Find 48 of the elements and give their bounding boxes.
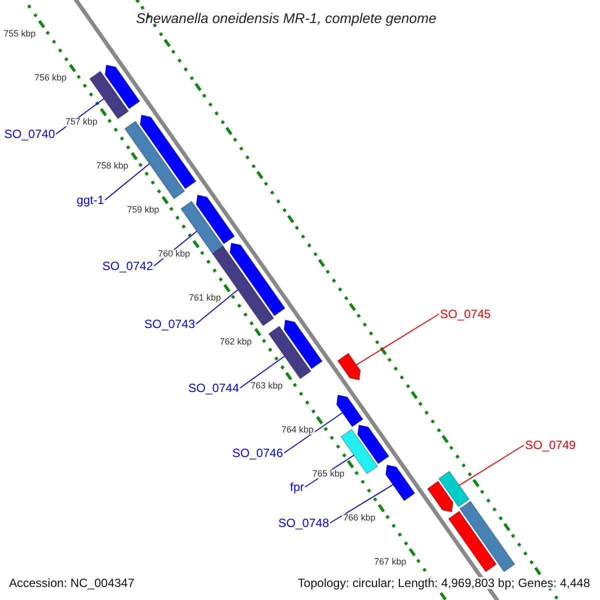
leader-line	[458, 444, 524, 486]
leader-line	[356, 314, 440, 366]
tick-label: 765 kbp	[311, 470, 346, 479]
tick-label: 759 kbp	[126, 206, 160, 215]
gene-label: SO_0744	[188, 382, 239, 394]
tick-label: 761 kbp	[188, 294, 222, 303]
tick-label: 767 kbp	[373, 558, 408, 567]
tick-label: 755 kbp	[2, 30, 37, 39]
leader-line	[240, 356, 285, 388]
gene-label: SO_0748	[278, 517, 329, 529]
tick-label: 758 kbp	[95, 162, 130, 171]
gene-label: fpr	[290, 481, 304, 493]
gene-bar	[459, 500, 516, 572]
footer-text: Accession: NC_004347	[9, 577, 134, 589]
gene-block	[357, 424, 390, 464]
leader-line	[284, 412, 343, 454]
leader-line	[104, 163, 150, 200]
gene-block	[283, 319, 323, 370]
gene-label: SO_0749	[525, 439, 576, 451]
gene-label: SO_0742	[102, 260, 153, 272]
gene-block	[104, 64, 140, 110]
gene-label: ggt-1	[76, 194, 104, 206]
gene-bar	[448, 510, 498, 572]
gene-label: SO_0746	[232, 447, 283, 459]
tick-label: 757 kbp	[64, 118, 98, 127]
gene-block	[426, 480, 454, 513]
tick-label: 756 kbp	[33, 74, 68, 83]
tick-label: 766 kbp	[342, 514, 376, 523]
tick-label: 763 kbp	[250, 382, 284, 391]
gene-bar	[268, 326, 312, 380]
gene-block	[385, 464, 416, 502]
gene-block	[140, 114, 197, 190]
tick-label: 762 kbp	[218, 338, 253, 347]
gene-block	[229, 242, 286, 316]
gene-label: SO_0743	[144, 318, 195, 330]
tick-label: 760 kbp	[157, 250, 192, 259]
gene-label: SO_0740	[4, 128, 55, 140]
tick-label: 764 kbp	[280, 426, 315, 435]
footer-text: Topology: circular; Length: 4,969,803 bp; Genes: 4,448	[298, 577, 590, 589]
gene-bar	[438, 470, 470, 508]
leader-line	[196, 289, 238, 324]
gene-label: SO_0745	[440, 308, 491, 320]
gene-block	[336, 352, 361, 381]
gene-bar	[89, 70, 130, 120]
leader-line	[330, 484, 394, 524]
title: Shewanella oneidensis MR-1, complete genome	[136, 11, 436, 25]
gene-block	[336, 394, 364, 428]
gene-block	[196, 194, 236, 244]
